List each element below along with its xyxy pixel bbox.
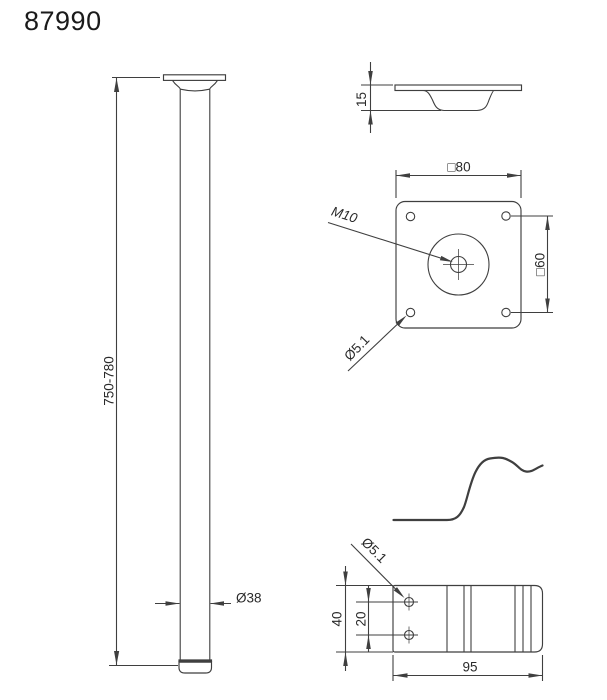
leader-line [347, 317, 405, 372]
plate-edge [394, 84, 523, 92]
plate-top-view: □80 □60 M10 Ø5.1 [327, 160, 553, 372]
arrowhead-right [165, 601, 180, 606]
corner-hole [501, 211, 511, 221]
corner-hole [405, 211, 416, 222]
leg-front-view: 750-780 Ø38 [102, 74, 262, 674]
leg-diameter-dimension-text: Ø38 [236, 591, 262, 606]
arrowhead-down [368, 71, 373, 85]
plate-thickness-dimension-text: 15 [354, 92, 369, 107]
leader-arrowhead [439, 255, 453, 262]
bent-plate-profile [392, 456, 544, 522]
bracket-length-dimension-text: 95 [462, 660, 477, 675]
arrowhead-up [545, 216, 550, 230]
bracket-outline [392, 584, 544, 653]
arrowhead-down [366, 588, 371, 602]
page-title: 87990 [24, 6, 102, 36]
corner-hole [501, 307, 511, 318]
arrowhead-right [528, 673, 543, 678]
arrowhead-right [507, 173, 521, 178]
leader-arrowhead [393, 587, 405, 598]
arrowhead-left [210, 601, 224, 606]
leader-arrowhead [395, 315, 407, 327]
plate-hole-callout-text: Ø5.1 [341, 332, 372, 363]
arrowhead-up [368, 110, 373, 125]
arrowhead-left [393, 673, 408, 678]
bracket-profile-view [392, 456, 544, 522]
leg-length-dimension-text: 750-780 [102, 356, 117, 406]
leader-line [327, 221, 451, 262]
leader-line [350, 543, 403, 596]
bracket-hole-callout-text: Ø5.1 [359, 535, 390, 566]
drawn-cup-circle [427, 233, 490, 296]
arrowhead-down [114, 651, 120, 665]
arrowhead-left [396, 173, 410, 178]
arrowhead-up [366, 635, 371, 649]
plate-hole-pattern-dimension-text: □60 [533, 253, 548, 276]
arrowhead-down [545, 298, 550, 313]
flange-plate-edge [162, 74, 227, 81]
thread-callout-text: M10 [330, 204, 360, 226]
corner-hole [405, 307, 416, 318]
arrowhead-down [343, 571, 348, 586]
bracket-bottom-view: 40 20 95 Ø5.1 [330, 535, 544, 681]
drawn-cup-profile [422, 89, 495, 112]
plate-side-view: 15 [354, 62, 523, 133]
bracket-hole-spacing-dimension-text: 20 [354, 611, 369, 626]
plate-outer-square-dimension-text: □80 [447, 160, 470, 175]
bracket-width-dimension-text: 40 [330, 611, 345, 626]
foot-cap [178, 659, 213, 674]
arrowhead-up [343, 652, 348, 666]
cup-transition [172, 80, 218, 92]
arrowhead-up [114, 78, 120, 92]
